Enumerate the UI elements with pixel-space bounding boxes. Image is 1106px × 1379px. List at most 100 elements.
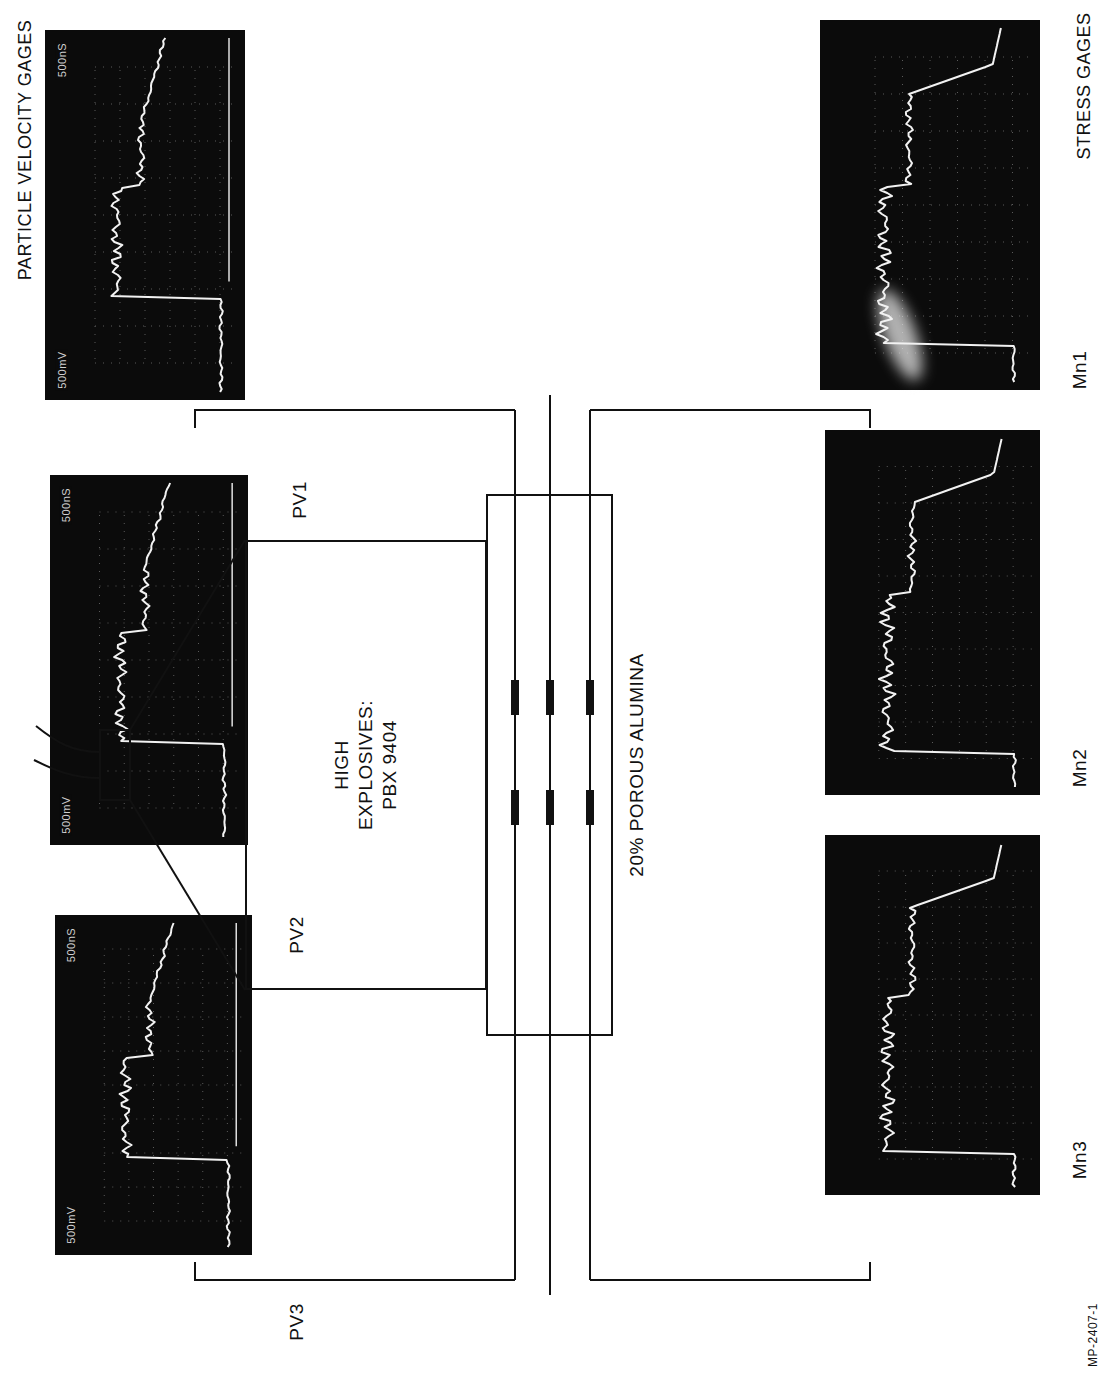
- scope-grid: [875, 168, 1034, 169]
- scope-grid: [875, 94, 1034, 95]
- signal-trace: [876, 28, 1015, 382]
- scope-grid: [100, 697, 243, 698]
- oscilloscope-photos: [45, 20, 1040, 1255]
- scope-grid: [95, 363, 239, 364]
- scope-grid: [879, 539, 1034, 540]
- scope-grid: [930, 60, 931, 350]
- scope-grid: [879, 1051, 1034, 1052]
- gage-element: [586, 680, 594, 715]
- scope-grid: [100, 512, 243, 513]
- baseline-trace: [231, 483, 233, 727]
- scope-photo: [825, 835, 1040, 1195]
- scope-grid: [104, 1187, 246, 1188]
- section-heading: STRESS GAGES: [1075, 12, 1095, 159]
- gage-name: PV3: [287, 1303, 308, 1340]
- scope-screen: [45, 30, 245, 400]
- gage-element: [546, 680, 554, 715]
- scope-grid: [959, 875, 960, 1155]
- bracket: [195, 1262, 515, 1280]
- scope-grid: [95, 104, 239, 105]
- gage-lead: [514, 410, 516, 1280]
- scope-grid: [879, 1015, 1034, 1016]
- scope-grid: [879, 466, 1034, 467]
- scope-grid: [879, 685, 1034, 686]
- scope-grid: [986, 875, 987, 1155]
- lens-outline: [130, 800, 245, 990]
- scope-photo: [825, 430, 1040, 795]
- scope-grid: [128, 955, 129, 1215]
- gage-element: [511, 790, 519, 825]
- scope-screen: [50, 475, 248, 845]
- gage-element: [586, 790, 594, 825]
- gage-element: [546, 790, 554, 825]
- gage-lead: [549, 395, 551, 1295]
- scope-grid: [100, 808, 243, 809]
- scope-grid: [905, 470, 906, 755]
- scope-grid: [879, 722, 1034, 723]
- scope-grid: [985, 60, 986, 350]
- baseline-trace: [228, 38, 230, 282]
- gage-elements: [511, 680, 594, 825]
- scope-photo: [820, 20, 1040, 390]
- scope-screen: [825, 835, 1040, 1195]
- scope-grid: [227, 955, 228, 1215]
- scope-grid: [95, 326, 239, 327]
- signal-trace: [879, 439, 1016, 787]
- scope-grid: [879, 979, 1034, 980]
- explosive-charge: HIGH EXPLOSIVES: PBX 9404: [245, 540, 487, 990]
- material-label: 20% POROUS ALUMINA: [627, 653, 648, 876]
- scope-grid: [95, 67, 239, 68]
- scope-scale: 500nS: [65, 926, 77, 964]
- scope-grid: [879, 1087, 1034, 1088]
- assembly-drawing: [34, 395, 870, 1295]
- scope-grid: [170, 70, 171, 360]
- signal-trace: [120, 923, 230, 1247]
- signal-trace: [111, 38, 222, 392]
- signal-trace: [880, 845, 1015, 1187]
- scope-grid: [198, 515, 199, 805]
- detonator-wire: [34, 760, 100, 778]
- scope-grid: [879, 1123, 1034, 1124]
- scope-grid: [104, 1221, 246, 1222]
- scope-photo: [50, 475, 248, 845]
- scope-grid: [104, 1119, 246, 1120]
- baseline-trace: [235, 923, 237, 1146]
- bracket: [590, 1262, 870, 1280]
- scope-grid: [1013, 875, 1014, 1155]
- scope-grid: [875, 57, 1034, 58]
- scope-grid: [879, 649, 1034, 650]
- scope-grid: [1012, 60, 1013, 350]
- scope-grid: [879, 503, 1034, 504]
- scope-scale: 500nS: [56, 41, 68, 79]
- gage-name: PV2: [287, 916, 308, 953]
- scope-photo: [55, 915, 252, 1255]
- scope-screen: [825, 430, 1040, 795]
- scope-screen: [820, 20, 1040, 390]
- scope-grid: [879, 871, 1034, 872]
- scope-grid: [878, 875, 879, 1155]
- scope-grid: [986, 470, 987, 755]
- scope-grid: [195, 70, 196, 360]
- gage-element: [511, 680, 519, 715]
- gage-name: Mn3: [1070, 1141, 1091, 1179]
- figure-number: MP-2407-1: [1087, 1303, 1100, 1367]
- scope-grid: [875, 131, 1034, 132]
- scope-grid: [95, 178, 239, 179]
- charge-label: HIGH EXPLOSIVES: PBX 9404: [330, 685, 401, 845]
- scope-grid: [932, 470, 933, 755]
- gage-name: Mn2: [1070, 749, 1091, 787]
- scope-grid: [932, 875, 933, 1155]
- scope-grid: [120, 70, 121, 360]
- scope-photo: [45, 30, 245, 400]
- scope-grid: [104, 983, 246, 984]
- scope-grid: [879, 943, 1034, 944]
- detonator: [100, 730, 130, 800]
- scope-grid: [178, 955, 179, 1215]
- scope-grid: [875, 205, 1034, 206]
- scope-grid: [1013, 470, 1014, 755]
- scope-grid: [95, 70, 96, 360]
- scope-grid: [875, 279, 1034, 280]
- lens-outline: [130, 540, 245, 730]
